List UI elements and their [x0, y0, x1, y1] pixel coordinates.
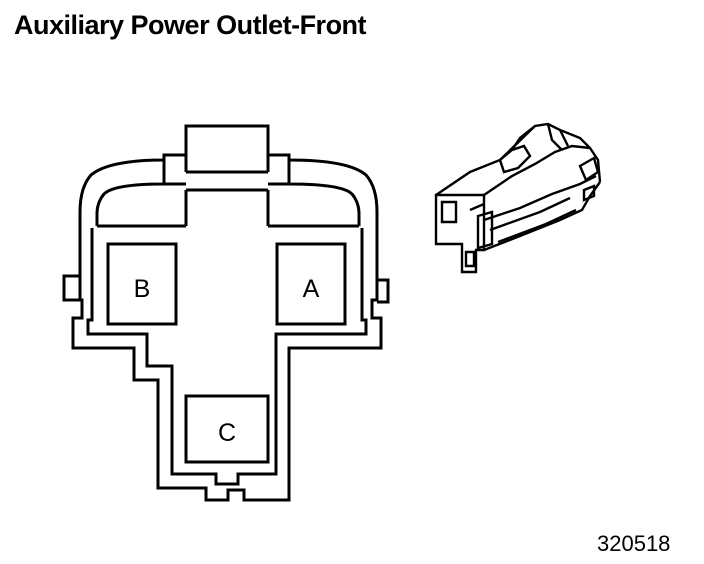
cavity-c [184, 394, 270, 464]
cavity-c-label: C [218, 419, 236, 447]
cavity-b [106, 242, 178, 326]
iso-center-rail [469, 196, 577, 244]
iso-mid-block [476, 210, 494, 250]
cavity-b-label: B [134, 275, 151, 303]
right-ear [377, 278, 390, 304]
connector-body-outline [71, 124, 383, 502]
figure-id: 320518 [597, 531, 671, 556]
iso-top-surface [435, 122, 602, 196]
inner-cap-outline [95, 160, 361, 226]
cavity-a [275, 242, 347, 326]
connector-isometric-view [434, 122, 602, 274]
iso-latch [498, 123, 570, 174]
inner-body-outline [86, 228, 368, 486]
cap-shoulders [97, 190, 359, 228]
iso-right-end [578, 156, 600, 202]
iso-front-inner [440, 200, 476, 268]
top-latch [184, 155, 270, 192]
connector-face: B A C [62, 124, 390, 502]
diagram-title: Auxiliary Power Outlet-Front [14, 10, 367, 40]
cavity-a-label: A [303, 275, 320, 303]
iso-side-face [483, 174, 601, 252]
left-ear [62, 274, 80, 302]
